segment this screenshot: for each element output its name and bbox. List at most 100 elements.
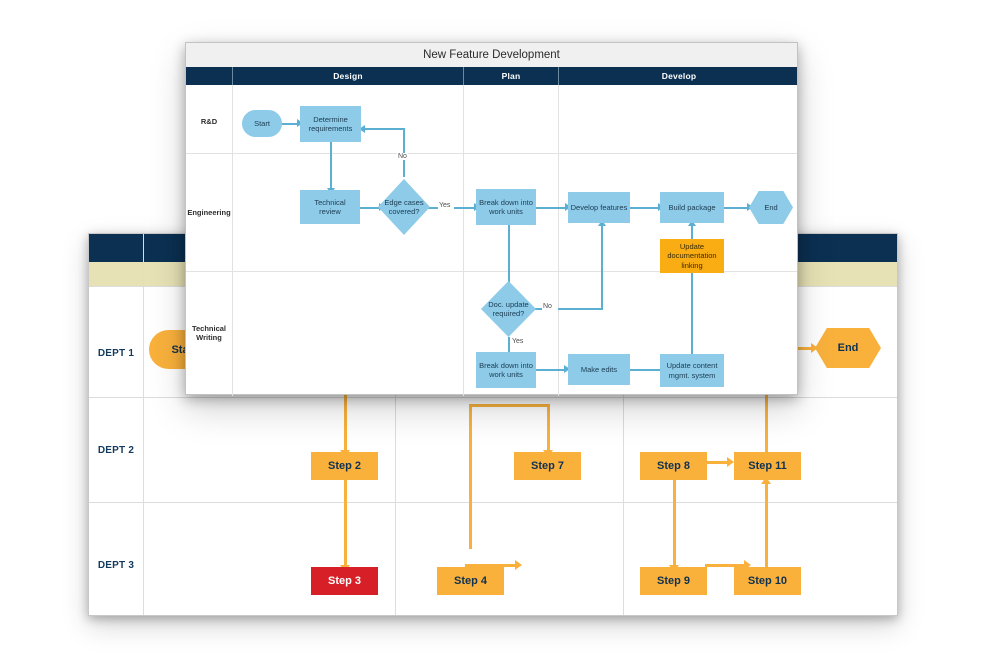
front-node-end[interactable]: End [749, 191, 793, 224]
back-edge-step10-step11 [765, 482, 768, 569]
back-edge-step4-step7 [547, 404, 550, 452]
front-lane-label-line-1: Technical [191, 324, 227, 333]
back-edge-step4-up [469, 404, 472, 549]
back-node-step-9[interactable]: Step 9 [640, 567, 707, 595]
back-column-divider [395, 234, 396, 615]
back-node-step-7[interactable]: Step 7 [514, 452, 581, 480]
front-node-updatecms-text: Update content mgmt. system [667, 361, 718, 380]
front-edge-label-yes-1: Yes [438, 202, 452, 209]
front-node-break-down-work-units-tw[interactable]: Break down into work units [476, 352, 536, 388]
back-edge-step2-step3 [344, 480, 347, 567]
line-1: Technical [314, 197, 346, 207]
front-edge-docreq-yes [508, 337, 510, 365]
front-column-design[interactable]: Design [232, 67, 463, 85]
back-edge-step9-step10 [705, 564, 747, 567]
back-arrowhead-step4 [515, 560, 522, 570]
back-node-step-3[interactable]: Step 3 [311, 567, 378, 595]
back-node-end-label: End [837, 342, 859, 354]
back-arrowhead-step11 [761, 477, 771, 484]
front-node-update-content-mgmt-system[interactable]: Update content mgmt. system [660, 354, 724, 387]
front-edge-techrev-edge [358, 207, 381, 209]
front-lane-divider [186, 153, 797, 154]
back-arrowhead-end [811, 343, 818, 353]
front-node-edge-cases-decision[interactable]: Edge cases covered? [378, 179, 430, 235]
front-edge-docreq-no-b [558, 308, 603, 310]
front-column-corner [186, 67, 232, 85]
front-edge-label-no-2: No [542, 303, 553, 310]
back-edge-start-step2 [344, 359, 347, 452]
hexagon-shape [749, 191, 793, 224]
front-edge-label-yes-2: Yes [511, 338, 525, 345]
new-feature-development-diagram[interactable]: New Feature Development Design Plan Deve… [185, 42, 798, 396]
line-2: review [319, 207, 341, 216]
front-column-divider [232, 85, 233, 396]
front-edge-docreq-no-a [533, 308, 543, 310]
front-edge-build-end [724, 207, 749, 209]
back-node-step-11[interactable]: Step 11 [734, 452, 801, 480]
front-node-edge-text: Edge cases covered? [384, 198, 423, 217]
back-node-end[interactable]: End [815, 328, 881, 368]
front-diagram-title: New Feature Development [186, 43, 797, 67]
line-1: Determine [313, 114, 348, 124]
front-lane-label-engineering: Engineering [187, 208, 231, 217]
front-node-determine-requirements[interactable]: Determine requirements [300, 106, 361, 142]
front-lane-label-rnd: R&D [200, 117, 218, 126]
front-edge-makeedits-updatecms [630, 369, 662, 371]
front-column-plan[interactable]: Plan [463, 67, 558, 85]
back-lane-label-dept-1: DEPT 1 [97, 348, 135, 359]
front-edge-updatecms-updatedoc [691, 272, 693, 355]
front-lane-label-technical-writing: Technical Writing [186, 324, 232, 343]
front-node-end-label: End [764, 202, 778, 212]
front-node-technical-review[interactable]: Technical review [300, 190, 360, 224]
front-lane-divider [186, 271, 797, 272]
front-diagram-column-header: Design Plan Develop [186, 67, 797, 85]
back-arrowhead-step8 [727, 457, 734, 467]
front-column-divider [463, 85, 464, 396]
front-node-update-documentation-linking[interactable]: Update documentation linking [660, 239, 724, 273]
front-node-build-package[interactable]: Build package [660, 192, 724, 223]
hexagon-shape [815, 328, 881, 368]
front-edge-edge-no-vertical [403, 128, 405, 177]
front-edge-breakdown1-develop [534, 207, 567, 209]
back-node-step-2[interactable]: Step 2 [311, 452, 378, 480]
back-node-step-8[interactable]: Step 8 [640, 452, 707, 480]
back-lane-label-dept-3: DEPT 3 [97, 560, 135, 571]
front-arrowhead-makeedits [564, 365, 570, 373]
front-node-doc-update-decision[interactable]: Doc. update required? [481, 281, 536, 337]
line-2: covered? [388, 207, 420, 216]
front-edge-updatedoc-build [691, 225, 693, 239]
line-3: linking [681, 260, 703, 270]
back-edge-step3-step4 [465, 564, 517, 567]
back-node-step-10[interactable]: Step 10 [734, 567, 801, 595]
front-edge-edge-yes-b [454, 207, 476, 209]
line-1: Break down into [479, 197, 533, 207]
front-edge-determine-techrev [330, 141, 332, 190]
front-node-breakdown2-text: Break down into work units [479, 361, 533, 380]
line-2: work units [489, 207, 523, 216]
line-1: Break down into [479, 360, 533, 370]
line-2: documentation [667, 251, 717, 261]
back-lane-divider [89, 502, 897, 503]
front-node-develop-features[interactable]: Develop features [568, 192, 630, 223]
back-lane-label-dept-2: DEPT 2 [97, 445, 135, 456]
front-column-develop[interactable]: Develop [558, 67, 799, 85]
back-node-step-4[interactable]: Step 4 [437, 567, 504, 595]
front-edge-develop-build [630, 207, 660, 209]
front-node-break-down-work-units-eng[interactable]: Break down into work units [476, 189, 536, 225]
back-column-divider [143, 234, 144, 615]
back-lane-divider [89, 397, 897, 398]
front-node-make-edits[interactable]: Make edits [568, 354, 630, 385]
back-arrowhead-step10 [744, 560, 751, 570]
front-node-docreq-text: Doc. update required? [488, 300, 528, 319]
front-edge-docreq-no-vertical [601, 225, 603, 310]
line-2: requirements [308, 124, 353, 133]
front-arrowhead-develop-from-no [598, 220, 606, 226]
front-edge-edge-yes-a [427, 207, 439, 209]
line-1: Update content [666, 361, 718, 371]
front-node-start[interactable]: Start [242, 110, 282, 137]
front-edge-label-no-1: No [397, 153, 408, 160]
front-arrowhead-determine-loop [359, 125, 365, 133]
front-column-divider [558, 85, 559, 396]
front-node-breakdown1-text: Break down into work units [479, 198, 533, 217]
